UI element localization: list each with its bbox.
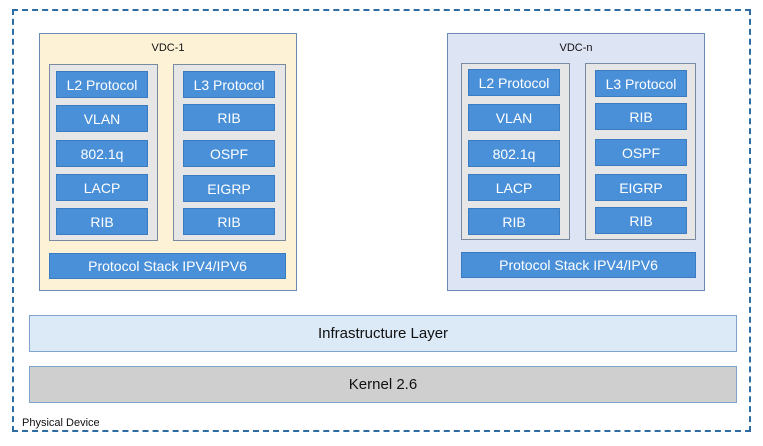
- vdc-n-l2-lacp: LACP: [468, 174, 560, 201]
- infrastructure-layer: Infrastructure Layer: [29, 315, 737, 352]
- vdc-1-l2-group: L2 Protocol VLAN 802.1q LACP RIB: [49, 64, 158, 241]
- vdc-n-l2-group: L2 Protocol VLAN 802.1q LACP RIB: [461, 63, 570, 240]
- vdc-1-l3-protocol: L3 Protocol: [183, 71, 275, 98]
- vdc-1-l3-group: L3 Protocol RIB OSPF EIGRP RIB: [173, 64, 286, 241]
- vdc-n-container: VDC-n L2 Protocol VLAN 802.1q LACP RIB L…: [447, 33, 705, 291]
- vdc-n-title: VDC-n: [559, 42, 593, 54]
- vdc-n-l3-protocol: L3 Protocol: [595, 70, 687, 97]
- vdc-n-l2-8021q: 802.1q: [468, 140, 560, 167]
- vdc-n-l3-rib: RIB: [595, 103, 687, 130]
- vdc-1-protocol-stack: Protocol Stack IPV4/IPV6: [49, 253, 286, 279]
- vdc-n-l3-eigrp: EIGRP: [595, 174, 687, 201]
- vdc-n-protocol-stack: Protocol Stack IPV4/IPV6: [461, 252, 696, 278]
- vdc-1-l3-rib: RIB: [183, 104, 275, 131]
- vdc-1-container: VDC-1 L2 Protocol VLAN 802.1q LACP RIB L…: [39, 33, 297, 291]
- vdc-1-l2-rib: RIB: [56, 208, 148, 235]
- vdc-1-l3-eigrp: EIGRP: [183, 175, 275, 202]
- vdc-n-l3-rib-2: RIB: [595, 207, 687, 234]
- physical-device-boundary: [12, 9, 751, 432]
- vdc-n-l2-vlan: VLAN: [468, 104, 560, 131]
- vdc-1-l3-rib-2: RIB: [183, 208, 275, 235]
- vdc-n-l2-protocol: L2 Protocol: [468, 69, 560, 96]
- vdc-1-title: VDC-1: [151, 42, 185, 54]
- vdc-1-l2-8021q: 802.1q: [56, 140, 148, 167]
- kernel-layer: Kernel 2.6: [29, 366, 737, 403]
- vdc-n-l3-ospf: OSPF: [595, 139, 687, 166]
- vdc-n-l2-rib: RIB: [468, 208, 560, 235]
- vdc-1-l2-vlan: VLAN: [56, 105, 148, 132]
- vdc-n-l3-group: L3 Protocol RIB OSPF EIGRP RIB: [585, 63, 696, 240]
- vdc-1-l2-protocol: L2 Protocol: [56, 71, 148, 98]
- vdc-1-l2-lacp: LACP: [56, 174, 148, 201]
- physical-device-label: Physical Device: [22, 417, 100, 429]
- vdc-1-l3-ospf: OSPF: [183, 140, 275, 167]
